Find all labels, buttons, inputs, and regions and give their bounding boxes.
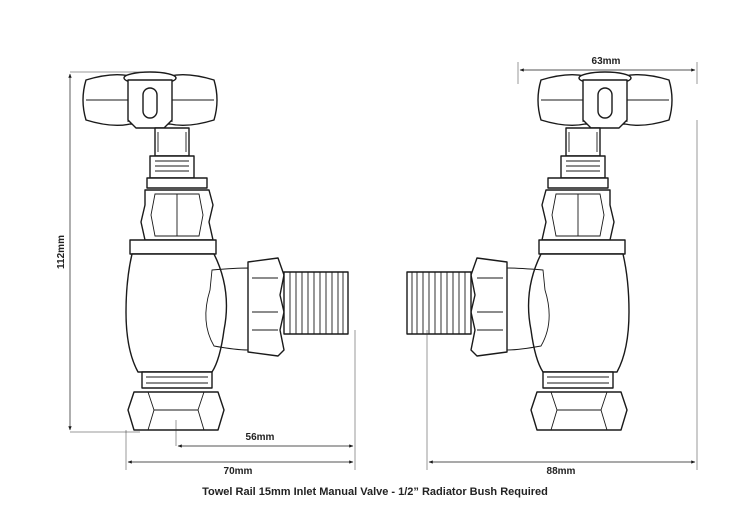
dim-right-overall-width: 88mm	[547, 466, 576, 477]
left-valve	[82, 71, 349, 431]
right-dimensions: 63mm 88mm	[426, 56, 698, 477]
dim-left-height: 112mm	[56, 235, 67, 269]
left-dimensions: 112mm 56mm 70mm	[56, 71, 356, 477]
dim-right-head-width: 63mm	[592, 56, 621, 67]
dim-left-overall-width: 70mm	[224, 466, 253, 477]
drawing-caption: Towel Rail 15mm Inlet Manual Valve - 1/2…	[202, 486, 548, 498]
right-valve	[406, 71, 673, 431]
dim-left-inlet-width: 56mm	[246, 432, 275, 443]
